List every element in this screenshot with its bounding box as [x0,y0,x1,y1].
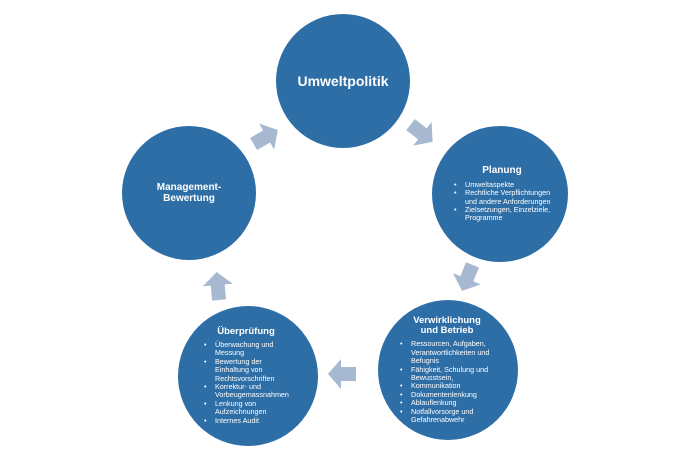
list-item: Internes Audit [204,416,290,426]
list-item: Zielsetzungen, Einzelziele, Programme [454,205,552,223]
node-ueberpruefung-list: Überwachung und Messung Bewertung der Ei… [202,340,290,426]
node-verwirklichung-list: Ressourcen, Aufgaben, Verantwortlichkeit… [398,340,496,424]
list-item: Kommunikation [400,382,496,392]
list-item: Rechtliche Verpflichtungen und andere An… [454,188,552,206]
list-item: Bewertung der Einhaltung von Rechtsvorsc… [204,357,290,383]
node-planung: Planung Umweltaspekte Rechtliche Verpfli… [432,126,568,262]
node-umweltpolitik: Umweltpolitik [276,14,410,148]
list-item: Überwachung und Messung [204,340,290,358]
list-item: Umweltaspekte [454,180,552,190]
list-item: Ressourcen, Aufgaben, Verantwortlichkeit… [400,340,496,365]
node-management-title: Management-Bewertung [156,181,222,205]
list-item: Korrektur- und Vorbeugemassnahmen [204,382,290,400]
list-item: Fähigkeit, Schulung und Bewusstsein, [400,365,496,383]
list-item: Dokumentenlenkung [400,390,496,400]
arrow-management-to-policy-icon [250,123,278,151]
node-planung-title: Planung [482,165,522,177]
node-ueberpruefung: Überprüfung Überwachung und Messung Bewe… [178,306,318,446]
node-umweltpolitik-title: Umweltpolitik [297,72,389,89]
list-item: Notfallvorsorge und Gefahrenabwehr [400,407,496,425]
node-management-bewertung: Management-Bewertung [122,126,256,260]
arrow-implementation-to-review-icon [328,359,356,389]
arrow-review-to-management-icon [202,272,233,301]
node-verwirklichung-betrieb: Verwirklichung und Betrieb Ressourcen, A… [378,300,518,440]
node-verwirklichung-title: Verwirklichung und Betrieb [413,314,481,337]
node-ueberpruefung-title: Überprüfung [217,326,275,337]
list-item: Ablauflenkung [400,398,496,408]
node-planung-list: Umweltaspekte Rechtliche Verpflichtungen… [452,180,552,223]
arrow-planning-to-implementation-icon [452,262,481,291]
arrow-policy-to-planning-icon [406,119,433,146]
list-item: Lenkung von Aufzeichnungen [204,399,290,417]
